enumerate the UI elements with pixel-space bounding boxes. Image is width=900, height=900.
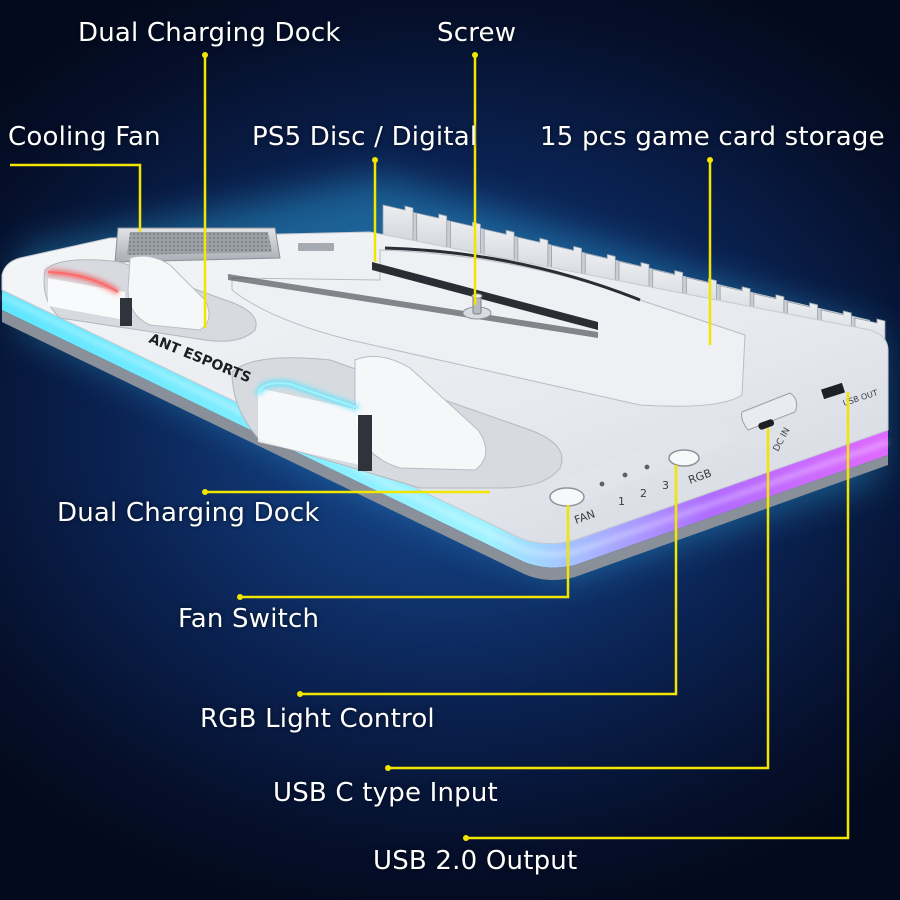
- callout-fan-switch: [240, 505, 570, 599]
- label-dual-charging-dock-bottom: Dual Charging Dock: [57, 498, 320, 528]
- callout-dot: [707, 157, 713, 163]
- callout-dot: [202, 489, 208, 495]
- label-usb-output: USB 2.0 Output: [373, 846, 578, 876]
- ps5-console-slot: [228, 246, 746, 407]
- label-game-card-storage: 15 pcs game card storage: [540, 122, 885, 152]
- right-charging-dock: [231, 355, 563, 489]
- callout-dot: [237, 594, 243, 600]
- screw: [462, 293, 492, 320]
- label-rgb-light-control: RGB Light Control: [200, 704, 435, 734]
- control-panel: [545, 420, 740, 508]
- callout-dot: [472, 52, 478, 58]
- callout-usb-output: [466, 392, 850, 840]
- callout-dot: [385, 765, 391, 771]
- callout-lines: [10, 52, 850, 841]
- led-2-label: 2: [640, 487, 647, 500]
- callout-dot: [463, 835, 469, 841]
- led-1-label: 1: [618, 495, 625, 508]
- led-indicators: 1 2 3: [599, 464, 669, 508]
- callout-usb-c: [388, 428, 770, 770]
- cooling-fan: [114, 227, 334, 263]
- base-edge: [1, 290, 889, 581]
- label-ps5-disc-digital: PS5 Disc / Digital: [252, 122, 478, 152]
- label-cooling-fan: Cooling Fan: [8, 122, 161, 152]
- label-fan-switch: Fan Switch: [178, 604, 320, 634]
- led-3-label: 3: [662, 479, 669, 492]
- left-charging-dock: [43, 255, 257, 342]
- label-screw: Screw: [437, 18, 517, 48]
- rgb-button[interactable]: RGB: [668, 449, 713, 487]
- callout-dot: [372, 157, 378, 163]
- callout-dot: [202, 52, 208, 58]
- label-dual-charging-dock-top: Dual Charging Dock: [78, 18, 341, 48]
- callout-rgb-light: [300, 465, 678, 696]
- callout-cooling-fan: [10, 163, 142, 232]
- callout-dot: [297, 691, 303, 697]
- label-usb-c-input: USB C type Input: [273, 778, 498, 808]
